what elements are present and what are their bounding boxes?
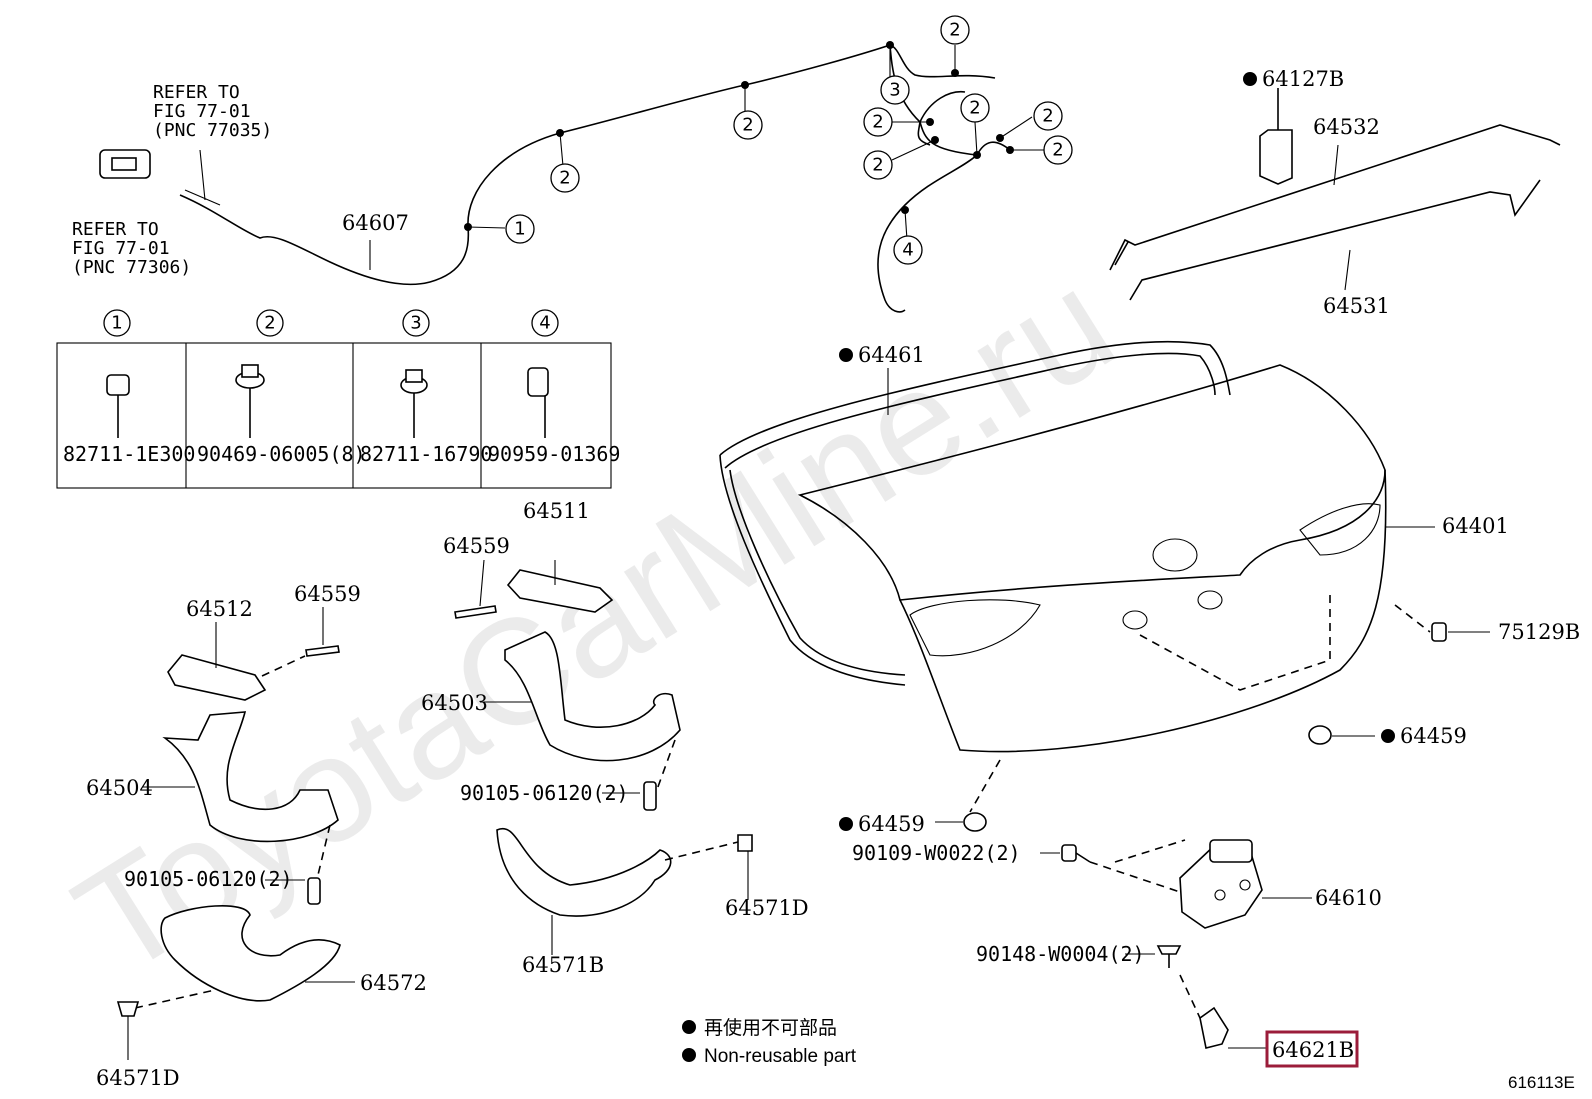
svg-text:2: 2 (1042, 106, 1053, 127)
svg-text:2: 2 (872, 155, 883, 176)
svg-text:4: 4 (902, 240, 913, 261)
label-bolt-hinge-left[interactable]: 90105-06120(2) (124, 867, 293, 891)
svg-text:REFER TO: REFER TO (72, 219, 159, 240)
svg-text:1: 1 (514, 219, 525, 240)
svg-text:REFER TO: REFER TO (153, 82, 240, 103)
label-plug[interactable]: 75129B (1498, 620, 1580, 644)
svg-text:FIG 77-01: FIG 77-01 (72, 238, 170, 259)
rods-drawing (1109, 88, 1561, 301)
hinge-left-drawing (116, 607, 355, 1060)
label-hinge-right[interactable]: 64503 (421, 691, 488, 715)
label-latch[interactable]: 64610 (1315, 886, 1382, 910)
label-hinge-bracket-left[interactable]: 64512 (186, 597, 253, 621)
legend: 再使用不可部品 Non-reusable part (682, 1017, 857, 1067)
label-cushion-left[interactable]: 64459 (858, 812, 925, 836)
label-hinge-bracket-right[interactable]: 64511 (523, 499, 590, 523)
svg-text:2: 2 (264, 313, 275, 334)
latch-drawing (1040, 839, 1312, 1049)
svg-text:2: 2 (559, 168, 570, 189)
label-cover-left[interactable]: 64572 (360, 971, 427, 995)
cable-64607-drawing (99, 41, 1045, 313)
legend-jp: 再使用不可部品 (704, 1017, 837, 1039)
label-weatherstrip[interactable]: 64461 (858, 343, 925, 367)
cable-clip-markers: 1 2 2 3 2 2 2 2 2 2 4 (505, 15, 1073, 265)
trunk-lid-drawing (719, 340, 1490, 832)
svg-text:FIG 77-01: FIG 77-01 (153, 101, 251, 122)
svg-text:3: 3 (410, 313, 421, 334)
label-bolt-hinge-right[interactable]: 90105-06120(2) (460, 781, 629, 805)
clip-part-4[interactable]: 90959-01369 (488, 442, 620, 466)
label-clip-left[interactable]: 64571D (96, 1066, 180, 1090)
label-cable[interactable]: 64607 (342, 211, 409, 235)
svg-text:2: 2 (969, 98, 980, 119)
svg-text:2: 2 (742, 115, 753, 136)
label-screw-bottom[interactable]: 90148-W0004(2) (976, 942, 1145, 966)
label-bolt-latch[interactable]: 90109-W0022(2) (852, 841, 1021, 865)
clip-part-2[interactable]: 90469-06005(8) (197, 442, 366, 466)
refer-note-top: REFER TO FIG 77-01 (PNC 77035) (153, 82, 272, 141)
svg-text:2: 2 (1052, 140, 1063, 161)
label-rod-lower[interactable]: 64531 (1323, 294, 1390, 318)
highlight-box (1265, 1030, 1359, 1068)
legend-en: Non-reusable part (704, 1046, 857, 1067)
svg-text:4: 4 (539, 313, 550, 334)
figure-code: 616113E (1508, 1073, 1575, 1092)
label-clip-right[interactable]: 64571D (725, 896, 809, 920)
label-hinge-left[interactable]: 64504 (86, 776, 153, 800)
label-striker[interactable]: 64621B (1272, 1038, 1354, 1062)
svg-text:3: 3 (889, 80, 900, 101)
svg-text:(PNC 77306): (PNC 77306) (72, 257, 191, 278)
hinge-right-drawing (454, 559, 753, 955)
clip-part-1[interactable]: 82711-1E300 (63, 442, 195, 466)
label-cover-right[interactable]: 64571B (522, 953, 604, 977)
svg-text:2: 2 (872, 112, 883, 133)
label-rod-upper[interactable]: 64532 (1313, 115, 1380, 139)
label-pin-right[interactable]: 64559 (443, 534, 510, 558)
clip-table: 1 2 3 4 82711-1E300 90469-06005(8) 82711… (56, 309, 620, 489)
clip-part-3[interactable]: 82711-16790 (360, 442, 492, 466)
svg-text:2: 2 (949, 20, 960, 41)
svg-text:1: 1 (111, 313, 122, 334)
svg-text:(PNC 77035): (PNC 77035) (153, 120, 272, 141)
label-lid[interactable]: 64401 (1442, 514, 1509, 538)
refer-note-left: REFER TO FIG 77-01 (PNC 77306) (72, 219, 191, 278)
label-pin-left[interactable]: 64559 (294, 582, 361, 606)
label-bracket-top[interactable]: 64127B (1262, 67, 1344, 91)
label-cushion-right[interactable]: 64459 (1400, 724, 1467, 748)
